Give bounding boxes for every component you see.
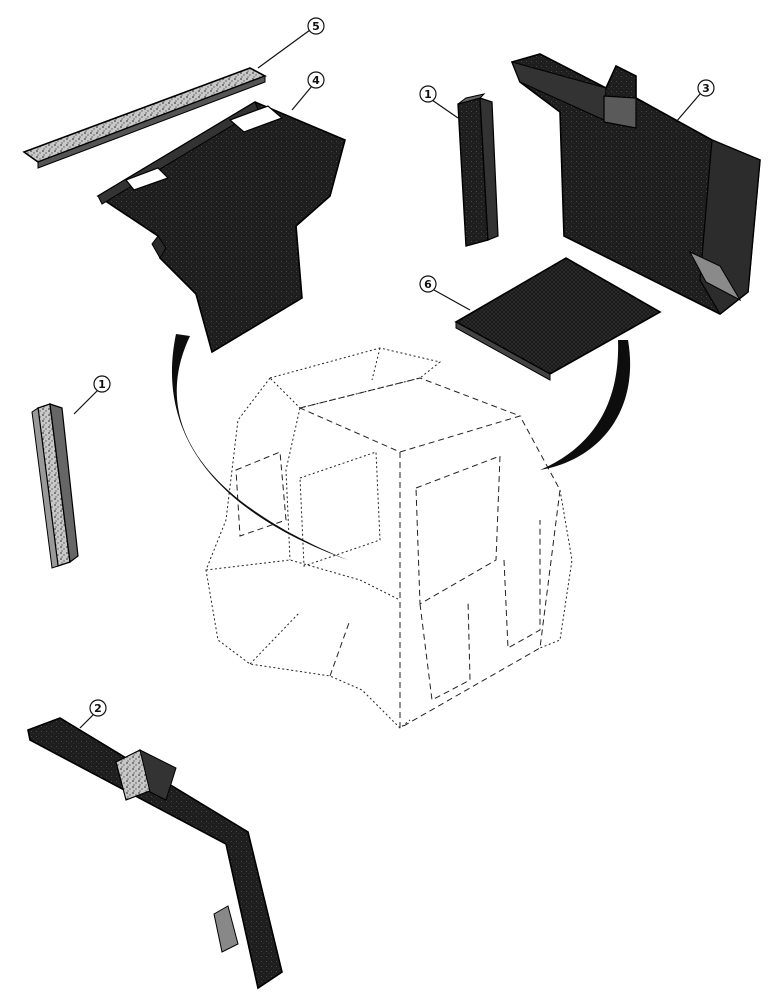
part-5-headliner-strip (22, 67, 267, 169)
callout-label: 1 (424, 88, 432, 101)
callout-part-1-lower: 1 (73, 375, 111, 415)
callout-label: 2 (94, 702, 102, 715)
part-2-floor-strip (27, 717, 283, 990)
callout-label: 1 (98, 378, 106, 391)
callout-part-5: 5 (257, 17, 325, 69)
part-4-rear-panel (96, 101, 346, 354)
callout-label: 6 (424, 278, 432, 291)
part-3-side-panel (510, 53, 761, 315)
assembly-arrows (171, 334, 631, 560)
callout-part-6: 6 (419, 275, 471, 311)
part-1-upper-channel (457, 93, 499, 247)
callout-label: 5 (312, 20, 320, 33)
part-1-lower-channel (31, 403, 79, 569)
callout-label: 3 (702, 82, 710, 95)
tractor-cab-outline (205, 347, 573, 729)
callout-label: 4 (312, 74, 320, 87)
callout-part-3: 3 (675, 79, 715, 123)
callout-part-1-upper: 1 (419, 85, 459, 119)
callout-part-4: 4 (291, 71, 325, 111)
callout-part-2: 2 (79, 699, 107, 729)
part-6-floor-mat (454, 257, 662, 381)
